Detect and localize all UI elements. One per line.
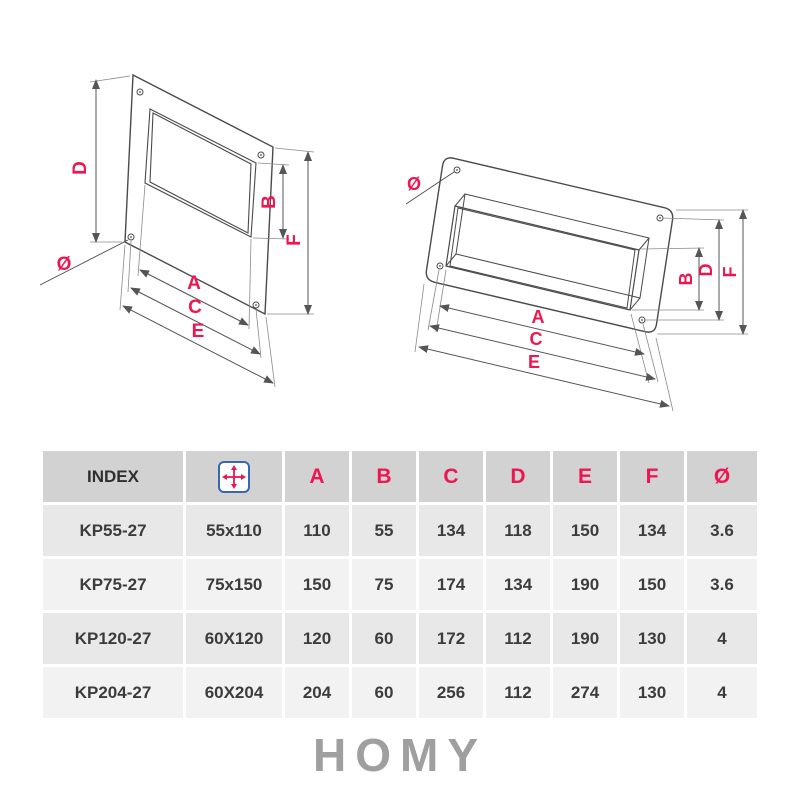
perspective-view-svg: Ø B D F A C E [405,157,748,412]
perspective-view-drawing: Ø B D F A C E [392,128,777,423]
cell-b: 60 [352,667,416,718]
cell-size: 60X204 [186,667,282,718]
cell-a: 204 [285,667,349,718]
cell-d: 134 [486,559,550,610]
dim-label-d: D [70,161,91,175]
header-dim-diameter: Ø [687,451,757,502]
cell-index: KP120-27 [43,613,183,664]
cell-diameter: 4 [687,667,757,718]
table-row: KP55-27 55x110 110 55 134 118 150 134 3.… [43,505,757,556]
extension-lines [414,209,748,412]
cell-index: KP75-27 [43,559,183,610]
dim-label-diameter: Ø [407,174,421,194]
cell-d: 112 [486,613,550,664]
cell-e: 190 [553,559,617,610]
cell-f: 150 [620,559,684,610]
cell-size: 75x150 [186,559,282,610]
cell-index: KP55-27 [43,505,183,556]
header-dim-e: E [553,451,617,502]
spec-table: INDEX A B [40,448,760,721]
cell-diameter: 4 [687,613,757,664]
dim-label-f: F [284,234,305,246]
diameter-leader-line [405,171,455,205]
header-dim-a: A [285,451,349,502]
cell-e: 190 [553,613,617,664]
cell-f: 130 [620,667,684,718]
plate-outline [425,157,674,333]
header-dim-f: F [620,451,684,502]
dim-label-d: D [696,264,716,277]
cell-c: 134 [419,505,483,556]
dim-label-a: A [532,307,545,327]
cell-f: 130 [620,613,684,664]
cell-size: 55x110 [186,505,282,556]
header-dim-b: B [352,451,416,502]
table-header-row: INDEX A B [43,451,757,502]
header-dim-d: D [486,451,550,502]
cell-diameter: 3.6 [687,559,757,610]
dimensions-icon [217,460,251,494]
header-index: INDEX [43,451,183,502]
cell-a: 120 [285,613,349,664]
cell-e: 274 [553,667,617,718]
dim-label-e: E [528,352,540,372]
dim-label-a: A [187,273,201,294]
dim-label-f: F [720,267,740,278]
opening-outline [144,108,257,238]
cell-b: 60 [352,613,416,664]
table-row: KP204-27 60X204 204 60 256 112 274 130 4 [43,667,757,718]
dim-label-c: C [530,329,543,349]
front-view-svg: D Ø A C E B F [39,73,315,388]
table-row: KP120-27 60X120 120 60 172 112 190 130 4 [43,613,757,664]
cell-e: 150 [553,505,617,556]
cell-a: 110 [285,505,349,556]
dimension-lines [418,209,747,408]
header-dim-c: C [419,451,483,502]
cell-diameter: 3.6 [687,505,757,556]
diameter-leader-line [39,239,129,286]
table-row: KP75-27 75x150 150 75 174 134 190 150 3.… [43,559,757,610]
cell-b: 75 [352,559,416,610]
cell-index: KP204-27 [43,667,183,718]
cell-d: 118 [486,505,550,556]
screw-holes [436,166,664,324]
dim-label-diameter: Ø [57,254,72,275]
screw-hole-centers [439,169,661,321]
cell-c: 256 [419,667,483,718]
brand-logo: HOMY [313,729,487,781]
cell-d: 112 [486,667,550,718]
cell-a: 150 [285,559,349,610]
cell-c: 172 [419,613,483,664]
cell-f: 134 [620,505,684,556]
dim-label-b: B [676,273,696,286]
header-size-icon-cell [186,451,282,502]
dimension-lines [92,79,312,384]
dim-label-e: E [192,321,205,342]
front-view-drawing: D Ø A C E B F [28,42,368,417]
dim-label-c: C [188,297,202,318]
cell-b: 55 [352,505,416,556]
cell-size: 60X120 [186,613,282,664]
cell-c: 174 [419,559,483,610]
dim-label-b: B [259,195,280,209]
